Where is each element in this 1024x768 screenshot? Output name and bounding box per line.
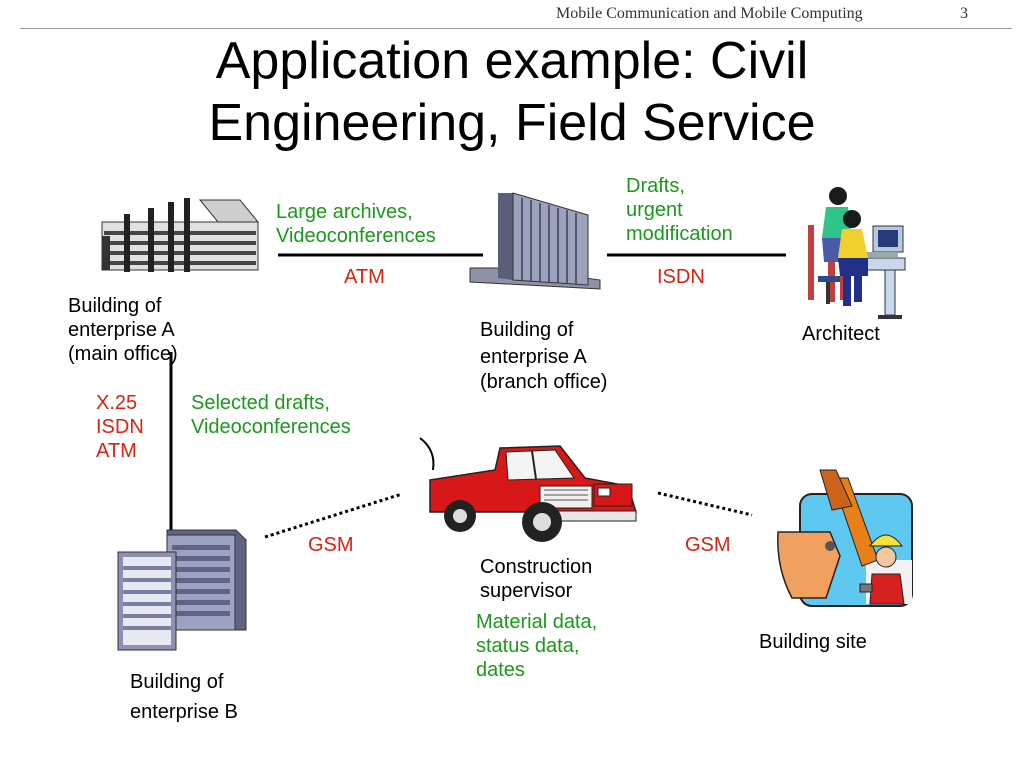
main-b-data-line-1: Selected drafts, [191,392,330,414]
main-branch-network-label: ATM [344,266,385,288]
main-office-label-line-2: enterprise A [68,319,175,341]
branch-office-building-icon [469,192,601,290]
enterprise-b-label-line-1: Building of [130,671,224,693]
supervisor-data-label: Material data, status data, dates [476,610,597,682]
main-office-building-icon [101,198,260,272]
main-branch-data-line-1: Large archives, [276,201,413,223]
branch-office-label: Building of enterprise A (branch office) [480,317,607,393]
supervisor-label-line-2: supervisor [480,580,573,602]
main-office-label-line-1: Building of [68,295,162,317]
supervisor-data-line-2: status data, [476,635,580,657]
main-branch-data-label: Large archives, Videoconferences [276,200,436,248]
header-page-number: 3 [960,5,968,22]
supervisor-label: Construction supervisor [480,555,592,603]
header-course: Mobile Communication and Mobile Computin… [556,5,863,22]
main-branch-data-line-2: Videoconferences [276,225,436,247]
supervisor-label-line-1: Construction [480,556,593,578]
title-line-1: Application example: Civil [215,32,809,90]
link-line-supervisor-site [657,491,753,517]
enterprise-b-building-icon [117,529,247,651]
architect-workstation-icon [808,187,906,319]
slide-title: Application example: Civil Engineering, … [0,30,1024,154]
architect-label: Architect [802,323,880,345]
supervisor-data-line-1: Material data, [476,611,598,633]
main-b-network-line-1: X.25 [96,392,138,414]
main-b-network-line-3: ATM [96,440,137,462]
main-office-label: Building of enterprise A (main office) [68,294,178,366]
pickup-truck-icon [419,437,638,542]
enterprise-b-label-line-2: enterprise B [130,701,238,723]
branch-architect-data-line-3: modification [626,223,733,245]
supervisor-data-line-3: dates [476,659,525,681]
excavator-icon [777,469,913,607]
branch-architect-network-label: ISDN [657,266,705,288]
main-office-label-line-3: (main office) [68,343,178,365]
branch-office-label-line-2: enterprise A [480,346,587,368]
main-b-data-label: Selected drafts, Videoconferences [191,391,351,439]
main-b-data-line-2: Videoconferences [191,416,351,438]
supervisor-site-network-label: GSM [685,534,731,556]
branch-architect-data-label: Drafts, urgent modification [626,174,733,246]
building-site-label: Building site [759,631,867,653]
b-supervisor-network-label: GSM [308,534,354,556]
enterprise-b-label: Building of enterprise B [130,667,238,727]
main-b-network-label: X.25 ISDN ATM [96,391,144,463]
branch-office-label-line-1: Building of [480,319,574,341]
main-b-network-line-2: ISDN [96,416,144,438]
branch-architect-data-line-1: Drafts, [626,175,685,197]
branch-office-label-line-3: (branch office) [480,371,608,393]
branch-architect-data-line-2: urgent [626,199,683,221]
link-line-b-supervisor [264,492,403,539]
header-divider [20,28,1012,29]
title-line-2: Engineering, Field Service [208,94,816,152]
